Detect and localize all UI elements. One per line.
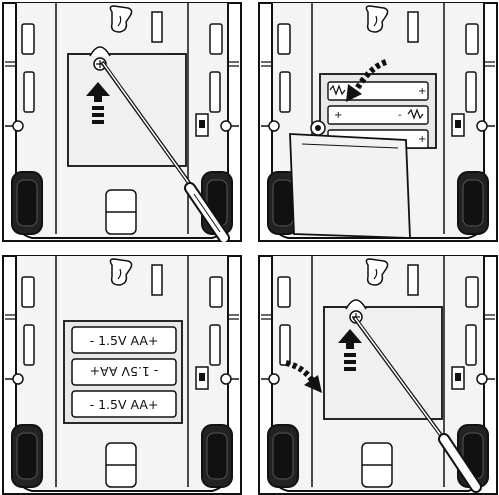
step-2-panel: + - + + xyxy=(258,2,498,242)
battery-2: - 1.5V AA+ xyxy=(72,359,176,385)
plus-sign: + xyxy=(418,86,426,97)
step-4-panel xyxy=(258,255,498,495)
step-4-illustration xyxy=(258,255,498,495)
step-1-illustration xyxy=(2,2,242,242)
step-2-illustration: + - + + xyxy=(258,2,498,242)
battery-3: - 1.5V AA+ xyxy=(72,391,176,417)
plus-sign: + xyxy=(334,110,342,121)
step-3-panel: - 1.5V AA+ - 1.5V AA+ - 1.5V AA+ xyxy=(2,255,242,495)
step-1-panel xyxy=(2,2,242,242)
minus-sign: - xyxy=(398,110,402,121)
battery-1: - 1.5V AA+ xyxy=(72,327,176,353)
battery-2-label: - 1.5V AA+ xyxy=(90,364,159,379)
step-3-illustration: - 1.5V AA+ - 1.5V AA+ - 1.5V AA+ xyxy=(2,255,242,495)
battery-1-label: - 1.5V AA+ xyxy=(90,333,159,348)
plus-sign: + xyxy=(418,134,426,145)
open-cover xyxy=(290,121,410,238)
battery-3-label: - 1.5V AA+ xyxy=(90,397,159,412)
